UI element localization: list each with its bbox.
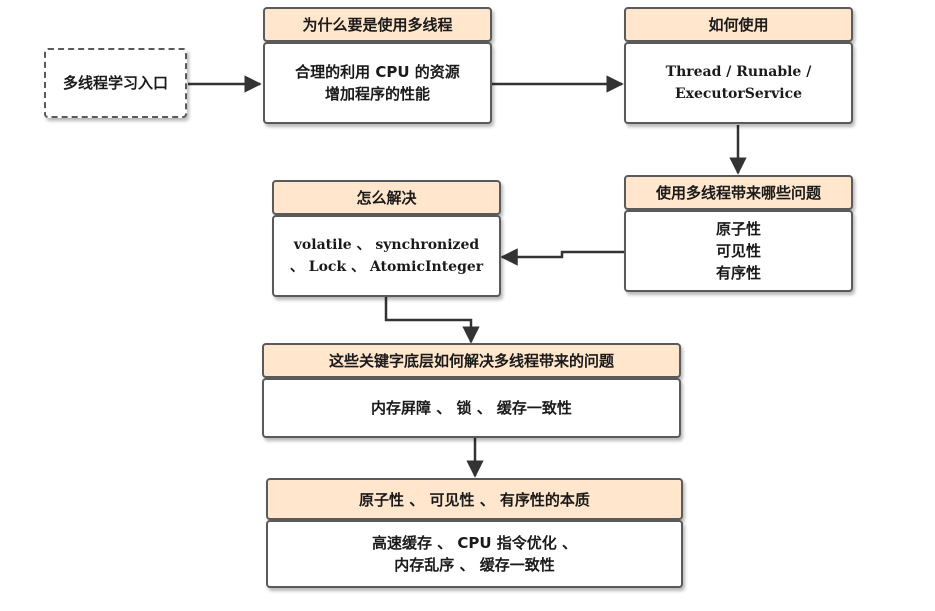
why-body: 合理的利用 CPU 的资源 增加程序的性能 xyxy=(263,42,492,124)
solve-line-2: 、 Lock 、 AtomicInteger xyxy=(289,259,484,275)
why-title: 为什么要是使用多线程 xyxy=(302,16,453,34)
why-line-1: 合理的利用 CPU 的资源 xyxy=(295,63,460,81)
start-node-label: 多线程学习入口 xyxy=(62,74,168,92)
essence-header: 原子性 、 可见性 、 有序性的本质 xyxy=(266,478,683,520)
how-header: 如何使用 xyxy=(624,7,853,42)
arrow-problems-to-solve xyxy=(500,248,624,266)
solve-header: 怎么解决 xyxy=(272,180,501,215)
problems-header: 使用多线程带来哪些问题 xyxy=(624,175,853,210)
why-header: 为什么要是使用多线程 xyxy=(263,7,492,42)
arrow-solve-to-keywords xyxy=(384,297,480,344)
essence-body: 高速缓存 、 CPU 指令优化 、 内存乱序 、 缓存一致性 xyxy=(266,520,683,588)
solve-title: 怎么解决 xyxy=(356,189,417,207)
how-line-2: ExecutorService xyxy=(674,86,803,102)
why-line-2: 增加程序的性能 xyxy=(324,85,430,103)
essence-line-1: 高速缓存 、 CPU 指令优化 、 xyxy=(371,534,578,552)
start-node: 多线程学习入口 xyxy=(44,48,187,118)
essence-line-2: 内存乱序 、 缓存一致性 xyxy=(394,556,555,574)
essence-title: 原子性 、 可见性 、 有序性的本质 xyxy=(359,490,590,509)
problems-line-1: 原子性 xyxy=(715,220,761,238)
keywords-line-1: 内存屏障 、 锁 、 缓存一致性 xyxy=(371,399,572,417)
problems-title: 使用多线程带来哪些问题 xyxy=(655,184,821,202)
keywords-body: 内存屏障 、 锁 、 缓存一致性 xyxy=(262,378,681,438)
solve-body: volatile 、 synchronized 、 Lock 、 AtomicI… xyxy=(272,215,501,297)
keywords-header: 这些关键字底层如何解决多线程带来的问题 xyxy=(262,343,681,378)
problems-line-3: 有序性 xyxy=(715,264,761,282)
how-line-1: Thread / Runable / xyxy=(665,64,812,80)
how-body: Thread / Runable / ExecutorService xyxy=(624,42,853,124)
problems-body: 原子性 可见性 有序性 xyxy=(624,210,853,292)
solve-line-1: volatile 、 synchronized xyxy=(293,237,480,253)
keywords-title: 这些关键字底层如何解决多线程带来的问题 xyxy=(328,352,614,370)
how-title: 如何使用 xyxy=(708,16,769,34)
problems-line-2: 可见性 xyxy=(715,242,761,260)
